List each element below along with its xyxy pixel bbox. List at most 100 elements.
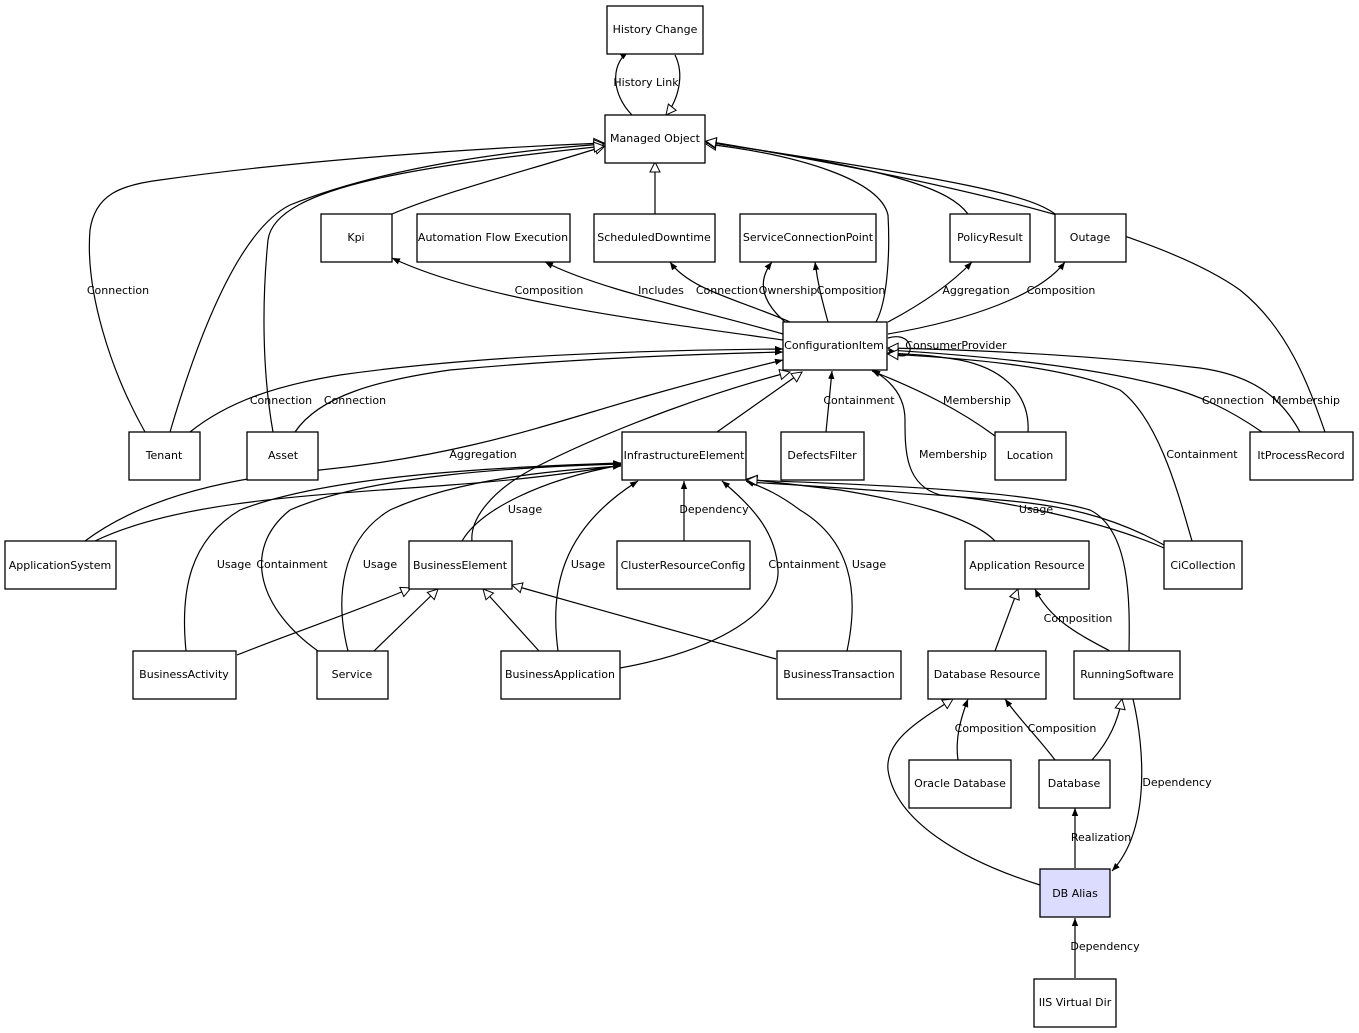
node-automation-flow-execution[interactable]: Automation Flow Execution xyxy=(416,213,571,263)
edge-label-ci-scp-composition: Composition xyxy=(817,284,886,297)
node-cluster-resource-config[interactable]: ClusterResourceConfig xyxy=(616,540,751,590)
edge-businesselement-infra-usage: Usage xyxy=(461,463,622,542)
svg-text:Oracle Database: Oracle Database xyxy=(914,777,1006,790)
edge-database-databaseresource: Composition xyxy=(1004,698,1096,761)
svg-text:InfrastructureElement: InfrastructureElement xyxy=(624,449,745,462)
edge-label-oracle-composition: Composition xyxy=(955,722,1024,735)
edge-ci-outage: Composition xyxy=(887,261,1095,335)
edge-runningsoftware-dbalias-dependency: Dependency xyxy=(1111,698,1212,872)
svg-text:Tenant: Tenant xyxy=(145,449,183,462)
node-database-resource[interactable]: Database Resource xyxy=(927,650,1047,700)
edge-cicollection-ci-membership: Membership xyxy=(871,369,1165,549)
edge-label-cicoll-usage: Usage xyxy=(1019,503,1054,516)
edge-label-service-containment: Containment xyxy=(256,558,328,571)
edge-label-cicoll-membership: Membership xyxy=(919,448,987,461)
edge-asset-ci: Connection xyxy=(294,348,784,433)
edge-runningsoftware-infra xyxy=(747,480,1130,652)
svg-text:Outage: Outage xyxy=(1070,231,1111,244)
svg-text:DefectsFilter: DefectsFilter xyxy=(787,449,857,462)
svg-text:RunningSoftware: RunningSoftware xyxy=(1080,668,1174,681)
node-db-alias[interactable]: DB Alias xyxy=(1039,868,1111,918)
node-configuration-item[interactable]: ConfigurationItem xyxy=(782,321,888,371)
node-scheduled-downtime[interactable]: ScheduledDowntime xyxy=(593,213,716,263)
edge-defectsfilter-ci: Containment xyxy=(823,370,895,433)
edge-cicollection-infra-usage: Usage xyxy=(746,479,1165,546)
svg-text:ClusterResourceConfig: ClusterResourceConfig xyxy=(621,559,746,572)
node-iis-virtual-dir[interactable]: IIS Virtual Dir xyxy=(1033,978,1117,1028)
svg-text:BusinessActivity: BusinessActivity xyxy=(139,668,229,681)
node-kpi[interactable]: Kpi xyxy=(320,213,393,263)
edge-label-be-usage: Usage xyxy=(508,503,543,516)
edge-businessactivity-infra-usage: Usage xyxy=(183,460,622,652)
edge-ci-scheduleddowntime: Connection xyxy=(669,261,791,323)
node-business-element[interactable]: BusinessElement xyxy=(408,540,513,590)
edge-dbalias-database-realization: Realization xyxy=(1071,808,1131,868)
edge-applicationsystem-ci xyxy=(84,358,784,542)
svg-text:ApplicationSystem: ApplicationSystem xyxy=(9,559,111,572)
node-database[interactable]: Database xyxy=(1038,759,1111,809)
node-oracle-database[interactable]: Oracle Database xyxy=(908,759,1012,809)
edge-label-bapp-containment: Containment xyxy=(768,558,840,571)
svg-text:ScheduledDowntime: ScheduledDowntime xyxy=(597,231,711,244)
edge-label-appsys-aggregation: Aggregation xyxy=(449,448,516,461)
node-asset[interactable]: Asset xyxy=(246,431,319,481)
edge-label-db-realization: Realization xyxy=(1071,831,1131,844)
node-outage[interactable]: Outage xyxy=(1054,213,1127,263)
edge-asset-managedobject xyxy=(263,146,604,433)
svg-text:IIS Virtual Dir: IIS Virtual Dir xyxy=(1039,996,1112,1009)
svg-text:Service: Service xyxy=(332,668,373,681)
edge-cluster-infra-dependency: Dependency xyxy=(679,481,749,541)
edge-ci-policyresult: Aggregation xyxy=(887,261,1010,323)
edge-businessapplication-be xyxy=(483,589,540,652)
edge-label-ba-usage: Usage xyxy=(217,558,252,571)
node-service[interactable]: Service xyxy=(316,650,389,700)
edge-label-defects-containment: Containment xyxy=(823,394,895,407)
edge-label-rs-composition: Composition xyxy=(1044,612,1113,625)
node-location[interactable]: Location xyxy=(994,431,1067,481)
svg-text:Location: Location xyxy=(1007,449,1054,462)
edge-businessactivity-be xyxy=(236,588,411,656)
edge-businessapplication-infra-containment: Containment xyxy=(619,480,840,669)
edge-label-crc-dependency: Dependency xyxy=(679,503,749,516)
svg-text:PolicyResult: PolicyResult xyxy=(957,231,1023,244)
svg-text:BusinessElement: BusinessElement xyxy=(413,559,508,572)
node-service-connection-point[interactable]: ServiceConnectionPoint xyxy=(739,213,877,263)
svg-text:Database: Database xyxy=(1048,777,1101,790)
svg-text:Automation Flow Execution: Automation Flow Execution xyxy=(418,231,568,244)
edge-runningsoftware-appresource: Composition xyxy=(1034,588,1113,652)
node-business-activity[interactable]: BusinessActivity xyxy=(132,650,237,700)
node-it-process-record[interactable]: ItProcessRecord xyxy=(1249,431,1354,481)
svg-text:DB Alias: DB Alias xyxy=(1052,887,1098,900)
edge-itprocessrecord-ci-membership: Membership xyxy=(888,348,1340,433)
edge-databaseresource-appresource xyxy=(994,589,1018,652)
node-business-application[interactable]: BusinessApplication xyxy=(500,650,621,700)
svg-text:History Change: History Change xyxy=(613,23,698,36)
svg-text:BusinessApplication: BusinessApplication xyxy=(505,668,615,681)
node-application-resource[interactable]: Application Resource xyxy=(964,540,1090,590)
edge-businesstransaction-infra-usage: Usage xyxy=(745,480,886,652)
edge-label-ci-pr-aggregation: Aggregation xyxy=(942,284,1009,297)
node-application-system[interactable]: ApplicationSystem xyxy=(4,540,117,590)
node-defects-filter[interactable]: DefectsFilter xyxy=(780,431,865,481)
node-ci-collection[interactable]: CiCollection xyxy=(1163,540,1243,590)
edge-location-ci: Membership xyxy=(871,370,1011,437)
edge-kpi-managedobject xyxy=(391,146,605,215)
edge-service-be xyxy=(373,589,438,652)
node-policy-result[interactable]: PolicyResult xyxy=(949,213,1031,263)
node-running-software[interactable]: RunningSoftware xyxy=(1073,650,1181,700)
edge-label-ci-scp-ownership: Ownership xyxy=(759,284,818,297)
node-tenant[interactable]: Tenant xyxy=(128,431,201,481)
node-managed-object[interactable]: Managed Object xyxy=(604,114,706,164)
node-history-change[interactable]: History Change xyxy=(606,5,704,55)
edge-ci-scp-composition: Composition xyxy=(812,261,886,323)
edge-businesstransaction-be xyxy=(512,585,777,660)
edge-ci-managedobject xyxy=(706,144,890,323)
edge-tenant2-managedobject xyxy=(169,144,604,433)
svg-text:Application Resource: Application Resource xyxy=(969,559,1085,572)
node-business-transaction[interactable]: BusinessTransaction xyxy=(776,650,902,700)
edge-database-runningsoftware xyxy=(1091,699,1122,761)
edge-label-cicoll-containment: Containment xyxy=(1166,448,1238,461)
node-infrastructure-element[interactable]: InfrastructureElement xyxy=(621,431,747,481)
svg-text:Database Resource: Database Resource xyxy=(934,668,1041,681)
